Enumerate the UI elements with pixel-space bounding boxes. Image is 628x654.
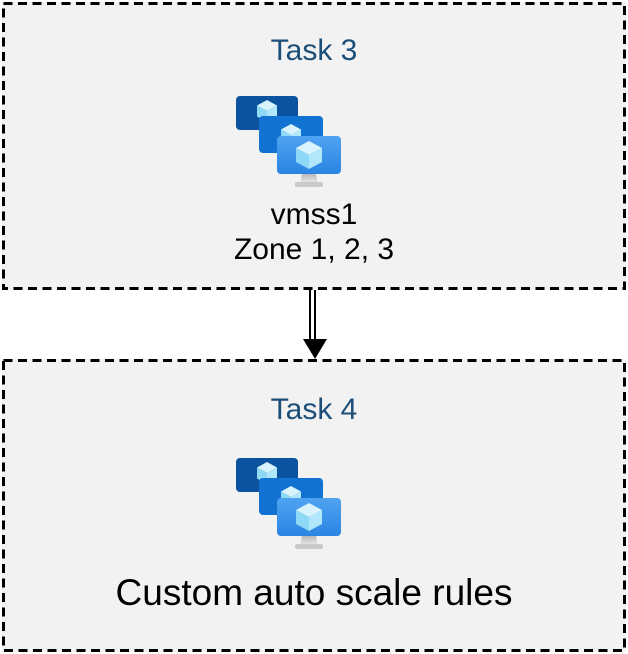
- arrow-head-icon: [303, 339, 327, 359]
- vm-scale-sets-icon: [234, 92, 346, 188]
- task3-box: Task 3: [2, 2, 626, 290]
- task4-labels: Custom auto scale rules: [2, 573, 626, 613]
- task3-labels: vmss1 Zone 1, 2, 3: [2, 197, 626, 267]
- vm-scale-sets-icon: [234, 454, 346, 550]
- task4-box: Task 4 Custom auto scale rules: [2, 359, 626, 652]
- zones-label: Zone 1, 2, 3: [233, 233, 395, 266]
- task4-title: Task 4: [270, 393, 358, 426]
- autoscale-label: Custom auto scale rules: [115, 572, 513, 613]
- vmss-name-label: vmss1: [270, 198, 358, 231]
- task3-title: Task 3: [270, 34, 358, 67]
- arrow-shaft: [309, 290, 316, 342]
